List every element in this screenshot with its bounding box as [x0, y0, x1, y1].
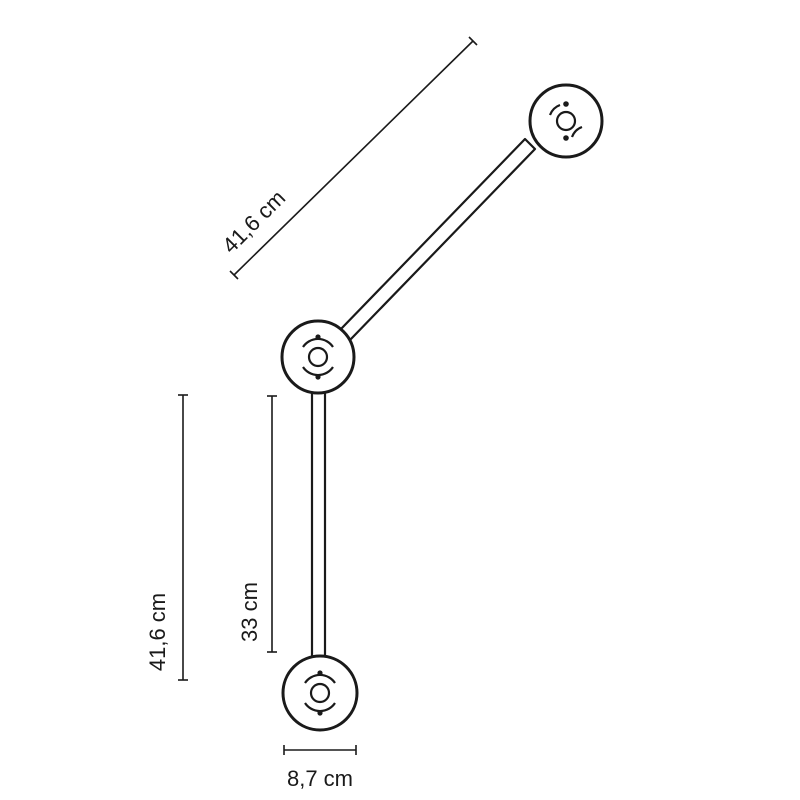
bottom-disc-hole [309, 682, 331, 704]
bottom-disc-screw [317, 670, 323, 676]
bottom-disc [281, 654, 359, 732]
top-disc [528, 83, 604, 159]
bottom-disc-screw [317, 710, 323, 716]
top-disc-screw [563, 101, 569, 107]
top-disc-hole [555, 110, 577, 132]
middle-disc [280, 319, 356, 395]
middle-disc-screw [315, 374, 321, 380]
top-disc-screw [563, 135, 569, 141]
diagonal-arm [338, 137, 537, 342]
dimension-total-height: 41,6 cm [145, 394, 188, 681]
dimension-arm-height: 33 cm [237, 395, 277, 653]
middle-disc-screw [315, 334, 321, 340]
top-disc-slot [548, 103, 561, 116]
dimension-total-height-label: 41,6 cm [145, 593, 170, 671]
vertical-arm [310, 384, 327, 664]
dimension-base-diameter: 8,7 cm [283, 745, 357, 791]
top-disc-slot [570, 125, 583, 138]
dimension-diagonal-label: 41,6 cm [217, 185, 290, 258]
dimension-base-diameter-label: 8,7 cm [287, 766, 353, 791]
dimension-arm-height-label: 33 cm [237, 582, 262, 642]
middle-disc-hole [307, 346, 329, 368]
